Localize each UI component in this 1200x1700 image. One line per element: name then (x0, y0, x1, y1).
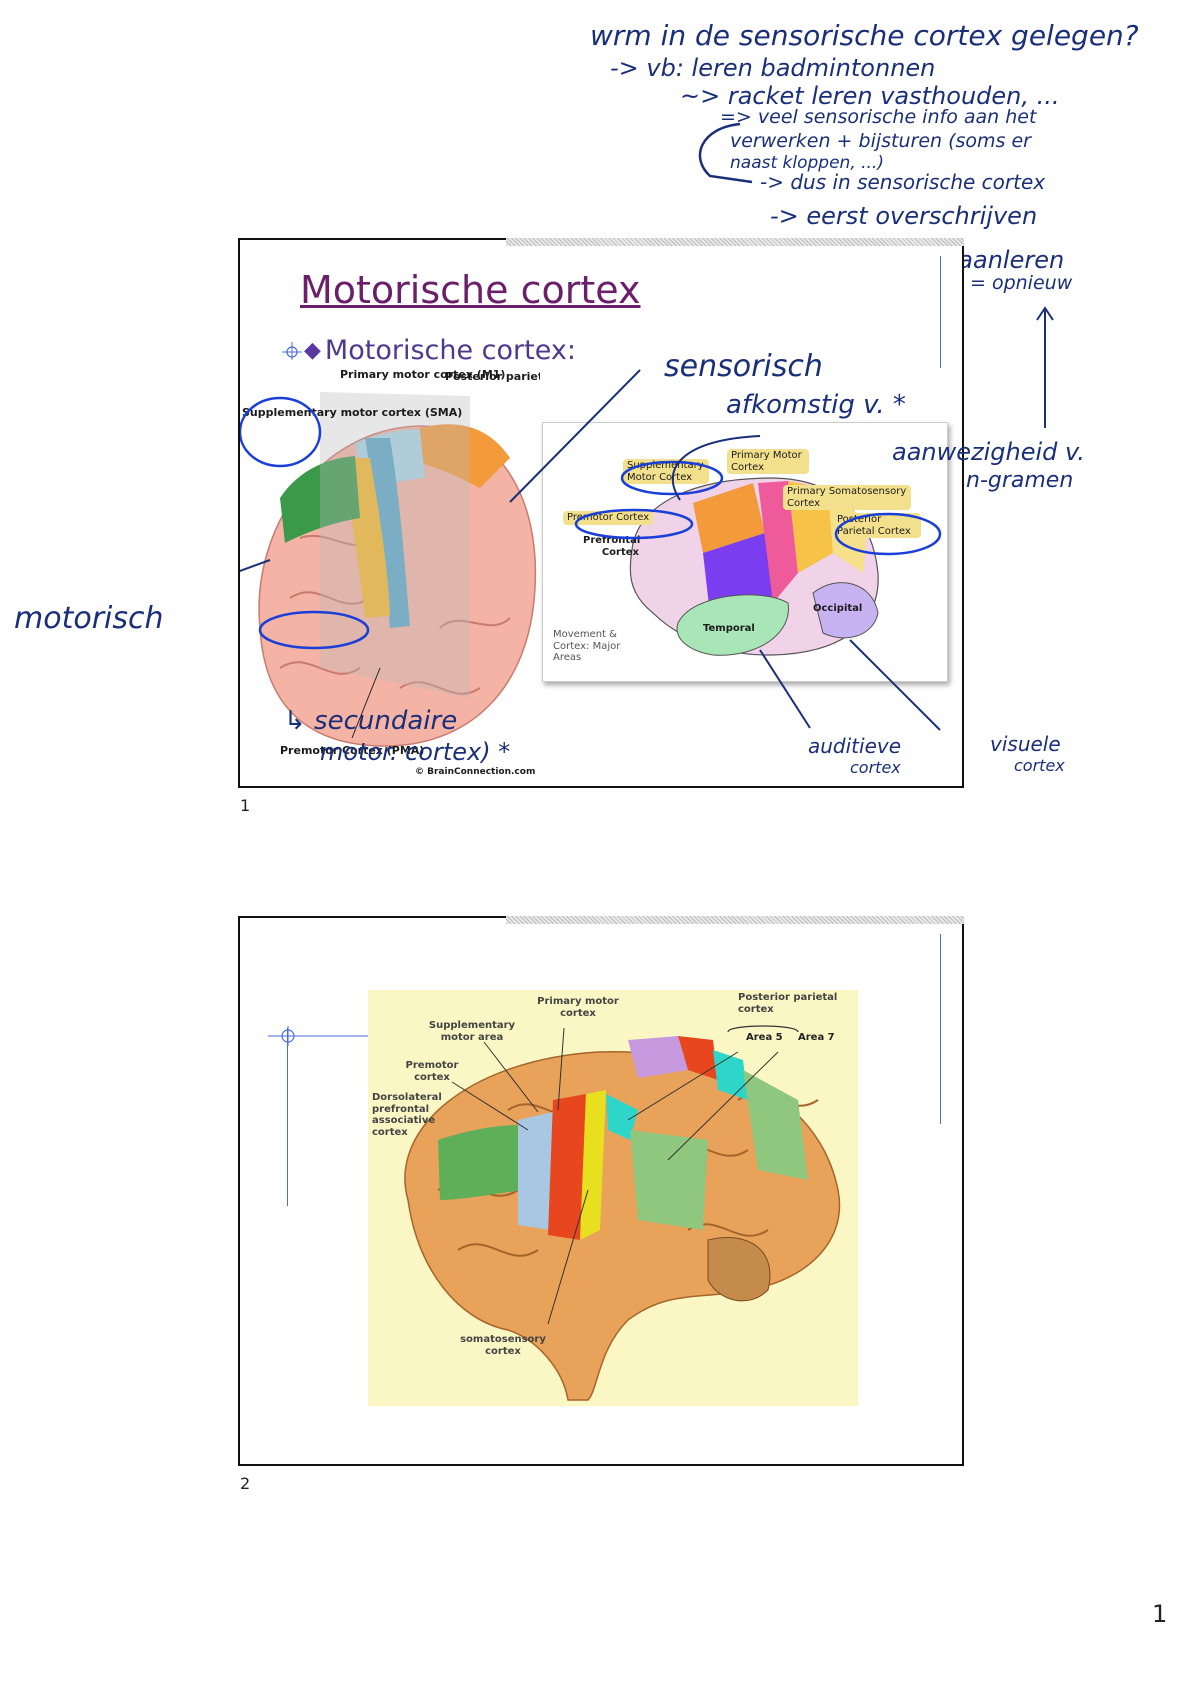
left-label-ppc: Posterior parietal cortex (445, 370, 540, 383)
slide-guide-line (940, 934, 941, 1124)
page-number: 1 (1152, 1600, 1168, 1628)
right-label-pfc: Prefrontal Cortex (583, 535, 641, 558)
left-label-sma: Supplementary motor cortex (SMA) (242, 406, 462, 419)
slide-1: Motorische cortex ◆ Motorische cortex: P… (238, 238, 964, 788)
left-label-pma: Premotor Cortex (PMA) (280, 744, 424, 757)
slide2-figure: Primary motor cortex Posterior parietal … (368, 990, 858, 1406)
annotation-motor-secondary-1: ↳ secundaire (284, 706, 458, 736)
slide-1-number: 1 (240, 796, 251, 815)
annotation-sensory-cortex: -> dus in sensorische cortex (760, 170, 1046, 194)
left-label-credit: © BrainConnection.com (415, 767, 535, 777)
bullet-text: Motorische cortex: (324, 334, 576, 366)
svg-text:Supplementary motor cortex (SM: Supplementary motor cortex (SMA) (242, 406, 462, 419)
annotation-visuele-2: cortex (1014, 756, 1065, 775)
annotation-racket: ~> racket leren vasthouden, ... (680, 82, 1060, 110)
annotation-aanwezigheid-1: aanwezigheid v. (892, 438, 1085, 466)
annotation-aanwezigheid-2: n-gramen (966, 468, 1074, 493)
slide2-label-area5: Area 5 (746, 1032, 783, 1043)
right-label-pmc: Premotor Cortex (563, 511, 654, 525)
slide2-label-dlpfc: Dorsolateral prefrontal associative cort… (372, 1092, 442, 1138)
bullet-row: ◆ Motorische cortex: (282, 332, 576, 368)
annotation-overwrite: -> eerst overschrijven (770, 202, 1038, 230)
slide2-label-area7: Area 7 (798, 1032, 835, 1043)
annotation-afkomstig: afkomstig v. * (726, 390, 906, 420)
slide-2-number: 2 (240, 1474, 251, 1493)
slide-title: Motorische cortex (300, 268, 641, 312)
annotation-question: wrm in de sensorische cortex gelegen? (590, 19, 1139, 52)
annotation-bracket-icon (698, 122, 753, 184)
annotation-again: = opnieuw (970, 272, 1073, 294)
annotation-up-arrow-icon (1036, 306, 1054, 428)
right-label-m1: Primary Motor Cortex (727, 449, 809, 474)
slide2-label-m1: Primary motor cortex (537, 996, 619, 1019)
slide-guide-line-vertical (287, 1028, 288, 1206)
annotation-info-3: naast kloppen, ...) (730, 153, 884, 173)
left-label-m1: Primary motor cortex (M1) (340, 368, 505, 381)
svg-text:Premotor Cortex (PMA): Premotor Cortex (PMA) (280, 744, 424, 757)
annotation-auditieve-1: auditieve (808, 734, 902, 758)
slide2-label-pmc: Premotor cortex (405, 1060, 459, 1083)
annotation-visuele-1: visuele (990, 732, 1061, 756)
slide2-label-ppc: Posterior parietal cortex (738, 992, 838, 1015)
slide2-brain-drawing (404, 1025, 841, 1401)
svg-text:Posterior parietal cortex: Posterior parietal cortex (445, 370, 540, 383)
annotation-sensorisch: sensorisch (664, 349, 823, 384)
right-label-occipital: Occipital (813, 603, 863, 614)
annotation-example: -> vb: leren badmintonnen (610, 54, 936, 82)
annotation-auditieve-2: cortex (850, 758, 901, 777)
right-label-temporal: Temporal (703, 623, 755, 634)
left-brain-figure: Primary motor cortex (M1) Posterior pari… (242, 368, 540, 777)
right-figure-caption: Movement & Cortex: Major Areas (553, 629, 621, 663)
svg-text:Primary motor cortex (M1): Primary motor cortex (M1) (340, 368, 505, 381)
crosshair-icon (282, 342, 302, 360)
annotation-info-2: verwerken + bijsturen (soms er (730, 130, 1031, 152)
annotation-info-1: => veel sensorische info aan het (720, 106, 1037, 128)
right-brain-panel: Supplementary Motor Cortex Primary Motor… (542, 422, 948, 682)
slide2-label-sma: Supplementary motor area (428, 1020, 516, 1043)
slide-hatch-bar (506, 916, 964, 924)
svg-text:© BrainConnection.com: © BrainConnection.com (415, 767, 535, 777)
slide2-label-s1: somatosensory cortex (460, 1334, 546, 1357)
slide-hatch-bar (506, 238, 964, 246)
bullet-diamond-icon: ◆ (304, 337, 321, 363)
slide-guide-line (940, 256, 941, 368)
slide-2: Primary motor cortex Posterior parietal … (238, 916, 964, 1466)
right-label-s1: Primary Somatosensory Cortex (783, 485, 911, 510)
right-label-ppc: Posterior Parietal Cortex (833, 513, 921, 538)
annotation-motor-secondary-2: motor. cortex) * (320, 738, 511, 766)
annotation-motorisch: motorisch (14, 601, 164, 636)
crosshair-icon (268, 1026, 378, 1046)
annotation-arrows (240, 369, 942, 731)
